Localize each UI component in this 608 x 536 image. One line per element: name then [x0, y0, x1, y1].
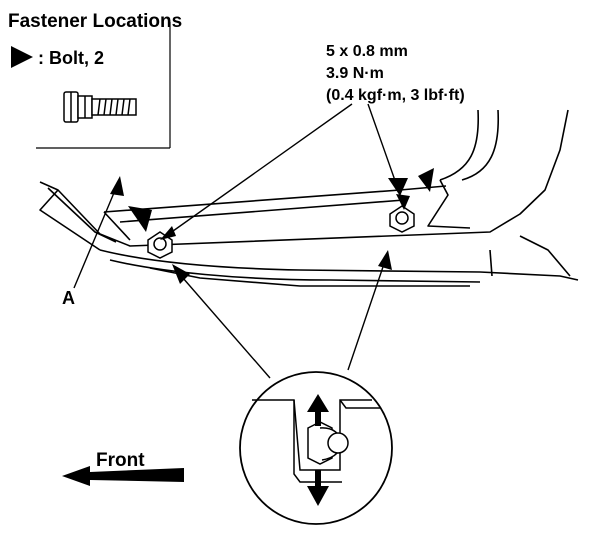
torque-alt-text: (0.4 kgf·m, 3 lbf·ft) — [326, 87, 465, 104]
detail-view — [239, 371, 393, 525]
panel-bolts — [147, 205, 415, 259]
callout-a: A — [62, 176, 124, 308]
torque-spec: 5 x 0.8 mm 3.9 N·m (0.4 kgf·m, 3 lbf·ft) — [326, 43, 465, 104]
bolt-marker-right — [418, 168, 434, 192]
page-title: Fastener Locations — [8, 11, 182, 32]
bolt-left — [147, 231, 173, 259]
front-indicator: Front — [62, 450, 184, 486]
torque-nm-text: 3.9 N·m — [326, 65, 384, 82]
callout-a-label: A — [62, 288, 75, 308]
trim-panel — [39, 109, 579, 287]
bolt-marker-left — [128, 206, 152, 232]
legend-box: : Bolt, 2 — [11, 22, 171, 149]
spec-leader-lines — [165, 103, 405, 237]
detail-leader-arrowheads — [172, 250, 392, 284]
front-label: Front — [96, 450, 145, 471]
front-arrow-icon — [62, 466, 184, 486]
bolt-location-markers — [128, 168, 434, 232]
detail-leader-lines — [175, 257, 387, 379]
spec-leader-arrowheads — [160, 194, 410, 240]
bolt-legend-label: : Bolt, 2 — [38, 48, 104, 68]
bolt-icon — [63, 91, 137, 123]
bolt-right — [389, 205, 415, 233]
down-arrow-icon — [307, 486, 329, 506]
up-down-adjust-arrows — [307, 394, 329, 506]
up-arrow-icon — [307, 394, 329, 412]
triangle-marker-icon — [11, 46, 33, 68]
bolt-size-text: 5 x 0.8 mm — [326, 43, 408, 60]
